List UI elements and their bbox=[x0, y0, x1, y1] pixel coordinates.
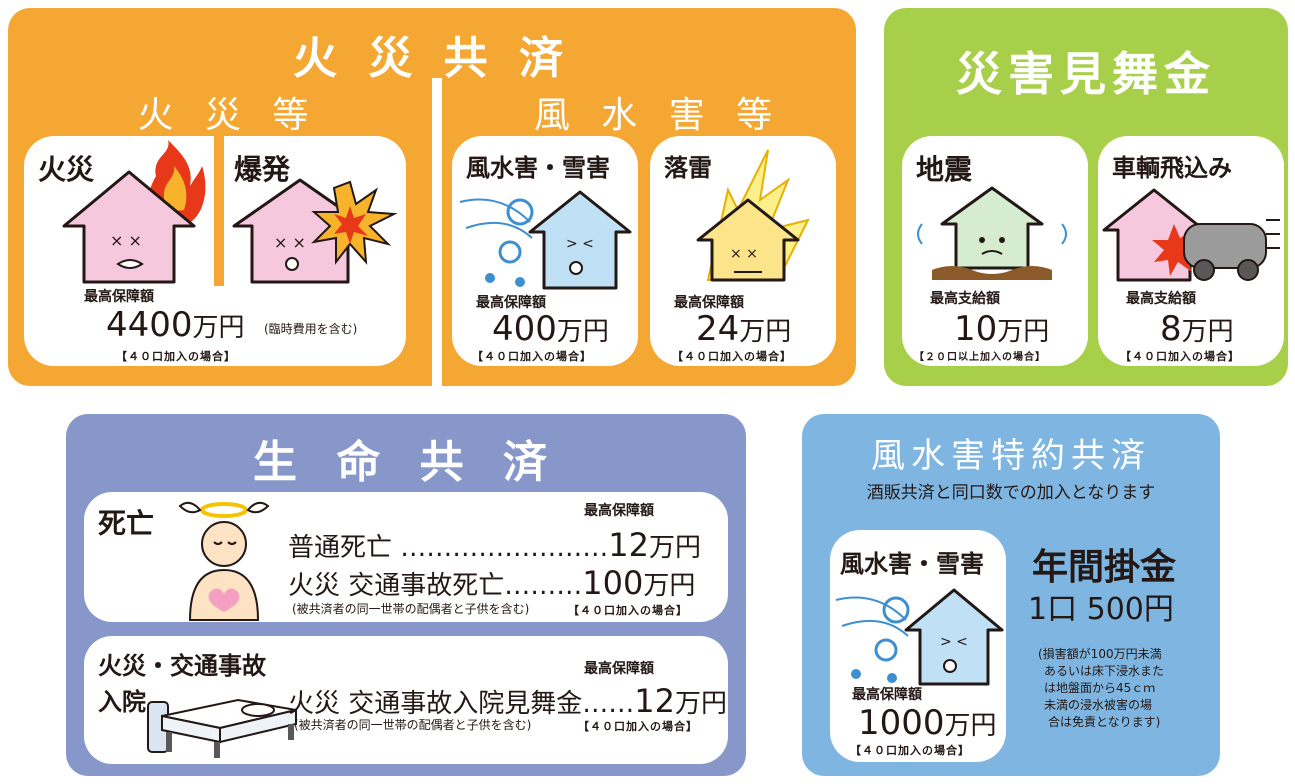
death-card: 死亡 最高保障額 普通死亡 ……………………12万円 火災 交通事故死亡………1… bbox=[84, 492, 728, 622]
death-accident-unit: 万円 bbox=[643, 571, 696, 601]
lightning-house-icon: × × bbox=[696, 149, 810, 282]
special-wind-label: 風水害・雪害 bbox=[840, 550, 984, 578]
vehicle-condition: 【４０口加入の場合】 bbox=[1120, 350, 1240, 363]
vehicle-card: 車輌飛込み 最高支給額 8万円 【４０口加入の場合】 bbox=[1098, 136, 1284, 366]
wind-subtitle: 風 水 害 等 bbox=[533, 95, 783, 136]
panel-divider bbox=[432, 78, 442, 386]
death-accident-amount: 100 bbox=[582, 564, 644, 602]
fire-max-label: 最高保障額 bbox=[84, 289, 154, 305]
lightning-max-label: 最高保障額 bbox=[674, 295, 744, 311]
special-wind-house-icon: > < bbox=[835, 588, 1004, 686]
exemption-notes: (損害額が100万円未満 あるいは床下浸水また は地盤面から45ｃｍ 未満の浸水… bbox=[1038, 646, 1164, 731]
fire-condition: 【４０口加入の場合】 bbox=[116, 350, 236, 363]
hospital-unit: 万円 bbox=[674, 689, 727, 719]
fire-amount-value: 4400 bbox=[106, 305, 193, 345]
wind-condition: 【４０口加入の場合】 bbox=[472, 350, 592, 363]
explosion-label: 爆発 bbox=[234, 153, 291, 186]
death-note: (被共済者の同一世帯の配偶者と子供を含む) bbox=[292, 602, 530, 616]
exemption-note-line: (損害額が100万円未満 bbox=[1038, 647, 1162, 661]
death-label: 死亡 bbox=[98, 507, 155, 540]
special-max-label: 最高保障額 bbox=[852, 687, 922, 703]
vehicle-amount-unit: 万円 bbox=[1181, 317, 1234, 347]
death-accident-text: 火災 交通事故死亡……… bbox=[288, 571, 583, 601]
earthquake-card: 地震 最高支給額 10万円 【２０口以上加入の場合】 bbox=[902, 136, 1088, 366]
hospital-amount: 12 bbox=[634, 682, 675, 720]
premium-value: 1口 500円 bbox=[1028, 592, 1174, 627]
exemption-note-line: は地盤面から45ｃｍ bbox=[1044, 681, 1156, 695]
earthquake-amount: 10万円 bbox=[954, 312, 1049, 346]
fire-amount: 4400万円 bbox=[106, 308, 245, 342]
fire-mutual-title: 火 災 共 済 bbox=[293, 33, 571, 84]
vehicle-amount: 8万円 bbox=[1160, 312, 1234, 346]
hospital-label-line2: 入院 bbox=[98, 688, 146, 716]
svg-text:> <: > < bbox=[940, 634, 968, 650]
hospital-card: 火災・交通事故 入院 最高保障額 火災 交通事故入院見舞金……12万円 (被共済… bbox=[84, 636, 728, 764]
hospital-line: 火災 交通事故入院見舞金……12万円 bbox=[288, 682, 727, 720]
death-ordinary-unit: 万円 bbox=[648, 533, 701, 563]
premium-title: 年間掛金 bbox=[1032, 547, 1177, 588]
earthquake-amount-value: 10 bbox=[954, 309, 998, 349]
earthquake-max-label: 最高支給額 bbox=[930, 291, 1000, 307]
death-line-ordinary: 普通死亡 ……………………12万円 bbox=[288, 526, 701, 564]
lightning-card: 落雷 × × 最高保障額 24万円 【４０口加入の場合】 bbox=[650, 136, 836, 366]
hospital-label-line1: 火災・交通事故 bbox=[98, 652, 266, 680]
earthquake-house-icon bbox=[917, 186, 1067, 280]
fire-label: 火災 bbox=[38, 153, 95, 186]
vehicle-amount-value: 8 bbox=[1160, 309, 1182, 349]
car-crash-house-icon bbox=[1102, 188, 1280, 282]
card-inner-divider bbox=[214, 136, 224, 286]
special-amount-unit: 万円 bbox=[944, 711, 997, 741]
burning-house-icon: × × bbox=[62, 140, 206, 284]
vehicle-max-label: 最高支給額 bbox=[1126, 291, 1196, 307]
wind-amount: 400万円 bbox=[492, 312, 609, 346]
earthquake-condition: 【２０口以上加入の場合】 bbox=[914, 352, 1046, 363]
special-amount: 1000万円 bbox=[858, 706, 997, 740]
angel-person-icon bbox=[178, 501, 270, 621]
exemption-note-line: 合は免責となります) bbox=[1048, 715, 1161, 729]
special-condition: 【４０口加入の場合】 bbox=[850, 744, 970, 757]
hospital-note: (被共済者の同一世帯の配偶者と子供を含む) bbox=[294, 718, 532, 732]
lightning-amount-value: 24 bbox=[696, 309, 740, 349]
lightning-condition: 【４０口加入の場合】 bbox=[672, 350, 792, 363]
svg-text:× ×: × × bbox=[110, 231, 142, 250]
fire-subtitle: 火 災 等 bbox=[137, 95, 319, 136]
svg-text:× ×: × × bbox=[274, 233, 306, 252]
hospital-bed-icon bbox=[147, 698, 297, 758]
wind-amount-unit: 万円 bbox=[556, 317, 609, 347]
earthquake-label: 地震 bbox=[916, 153, 973, 186]
wind-snow-card: 風水害・雪害 > < 最高保障額 400万円 【４０口加入の場合】 bbox=[452, 136, 638, 366]
death-condition: 【４０口加入の場合】 bbox=[568, 604, 688, 617]
disaster-relief-title: 災害見舞金 bbox=[956, 47, 1216, 101]
hospital-text: 火災 交通事故入院見舞金…… bbox=[288, 689, 635, 719]
exemption-note-line: あるいは床下浸水また bbox=[1044, 664, 1165, 678]
vehicle-label: 車輌飛込み bbox=[1112, 154, 1232, 182]
lightning-amount: 24万円 bbox=[696, 312, 791, 346]
special-amount-value: 1000 bbox=[858, 703, 945, 743]
death-line-accident: 火災 交通事故死亡………100万円 bbox=[288, 564, 695, 602]
hospital-max-label: 最高保障額 bbox=[584, 661, 654, 677]
death-ordinary-amount: 12 bbox=[608, 526, 649, 564]
wind-special-subtitle: 酒販共済と同口数での加入となります bbox=[866, 483, 1156, 503]
explosion-house-icon: × × bbox=[232, 178, 398, 284]
fire-explosion-card: 火災 爆発 × × × × 最高保障額 4400万円 (臨時費用を含む) 【４０… bbox=[24, 136, 406, 366]
lightning-amount-unit: 万円 bbox=[739, 317, 792, 347]
lightning-label: 落雷 bbox=[664, 154, 712, 182]
life-mutual-title: 生 命 共 済 bbox=[253, 437, 559, 488]
wind-snow-label: 風水害・雪害 bbox=[466, 154, 610, 182]
special-wind-card: 風水害・雪害 > < 最高保障額 1000万円 【４０口加入の場合】 bbox=[830, 530, 1006, 762]
wind-amount-value: 400 bbox=[492, 309, 557, 349]
wind-house-icon: > < bbox=[459, 190, 632, 290]
svg-text:> <: > < bbox=[566, 236, 594, 252]
wind-special-title: 風水害特約共済 bbox=[871, 436, 1151, 476]
fire-note: (臨時費用を含む) bbox=[264, 322, 358, 336]
hospital-condition: 【４０口加入の場合】 bbox=[578, 720, 698, 733]
fire-amount-unit: 万円 bbox=[192, 313, 245, 343]
death-max-label: 最高保障額 bbox=[584, 503, 654, 519]
svg-text:× ×: × × bbox=[730, 246, 758, 262]
wind-max-label: 最高保障額 bbox=[476, 295, 546, 311]
exemption-note-line: 未満の浸水被害の場 bbox=[1044, 698, 1153, 712]
earthquake-amount-unit: 万円 bbox=[997, 317, 1050, 347]
death-ordinary-text: 普通死亡 …………………… bbox=[288, 533, 609, 563]
